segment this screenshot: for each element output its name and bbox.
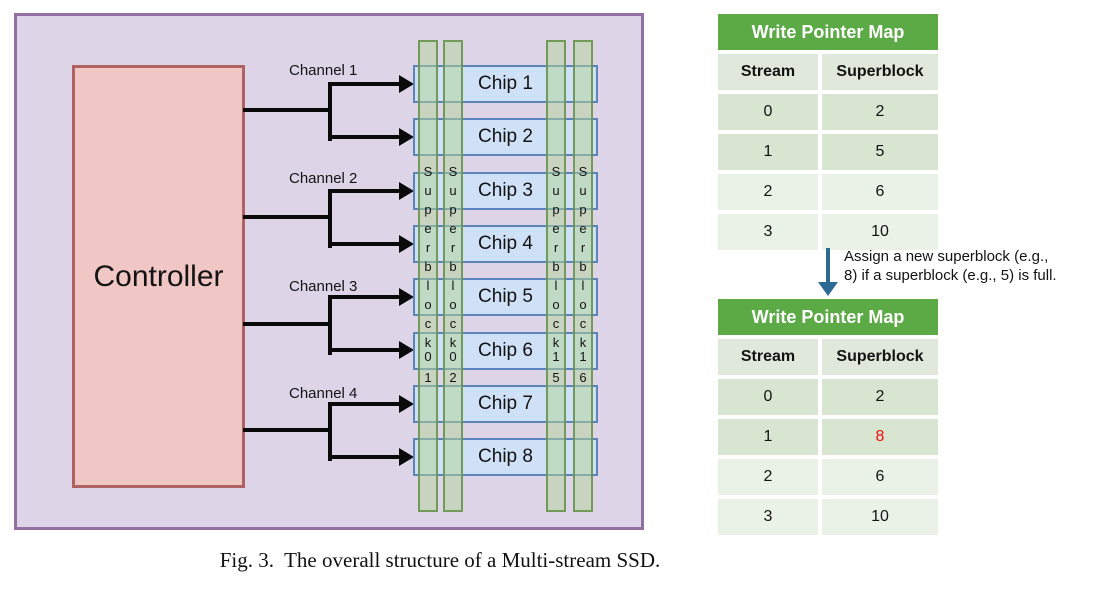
table-cell: 5 <box>822 134 938 170</box>
arrow-right-icon <box>399 341 414 359</box>
figure-caption: Fig. 3. The overall structure of a Multi… <box>219 548 661 572</box>
superblock-strip-label: Superblock <box>445 164 461 354</box>
connector-line <box>243 215 330 219</box>
arrow-right-icon <box>399 128 414 146</box>
table-grid: Stream Superblock 0 2 1 8 2 6 3 10 <box>718 339 938 535</box>
table-cell: 2 <box>822 379 938 415</box>
connector-line <box>328 135 399 139</box>
channel-2-label: Channel 2 <box>289 170 358 187</box>
connector-line <box>243 108 330 112</box>
chip-label: Chip 5 <box>478 286 533 307</box>
table-cell: 10 <box>822 214 938 250</box>
table-cell: 6 <box>822 459 938 495</box>
superblock-strip-label: Superblock <box>548 164 564 354</box>
chip-label: Chip 8 <box>478 446 533 467</box>
chip-label: Chip 2 <box>478 126 533 147</box>
controller-label: Controller <box>93 259 224 293</box>
connector-line <box>243 322 330 326</box>
connector-line <box>328 189 399 193</box>
connector-line <box>328 402 399 406</box>
connector-line <box>328 402 332 461</box>
chip-box: Chip 4 <box>413 225 598 263</box>
channel-4-label: Channel 4 <box>289 385 358 402</box>
chip-box: Chip 7 <box>413 385 598 423</box>
table-cell-highlighted: 8 <box>822 419 938 455</box>
table-title: Write Pointer Map <box>718 299 938 335</box>
chip-box: Chip 3 <box>413 172 598 210</box>
superblock-strip: Superblock 16 <box>573 40 593 512</box>
column-header-superblock: Superblock <box>822 54 938 90</box>
chip-box: Chip 5 <box>413 278 598 316</box>
annotation-line-2: 8) if a superblock (e.g., 5) is full. <box>844 267 1057 284</box>
write-pointer-map-table-top: Write Pointer Map Stream Superblock 0 2 … <box>718 14 938 250</box>
table-cell: 2 <box>718 174 818 210</box>
table-cell: 1 <box>718 134 818 170</box>
superblock-strip: Superblock 01 <box>418 40 438 512</box>
connector-line <box>328 82 399 86</box>
connector-line <box>328 242 399 246</box>
table-cell: 10 <box>822 499 938 535</box>
chip-box: Chip 8 <box>413 438 598 476</box>
superblock-strip-label: Superblock <box>420 164 436 354</box>
chip-box: Chip 2 <box>413 118 598 156</box>
connector-line <box>328 82 332 141</box>
table-cell: 3 <box>718 214 818 250</box>
table-cell: 0 <box>718 94 818 130</box>
table-title: Write Pointer Map <box>718 14 938 50</box>
column-header-superblock: Superblock <box>822 339 938 375</box>
write-pointer-map-table-bottom: Write Pointer Map Stream Superblock 0 2 … <box>718 299 938 535</box>
connector-line <box>328 348 399 352</box>
superblock-strip-label: Superblock <box>575 164 591 354</box>
connector-line <box>328 295 332 355</box>
arrow-right-icon <box>399 395 414 413</box>
annotation-text: Assign a new superblock (e.g., 8) if a s… <box>844 247 1094 285</box>
superblock-strip: Superblock 15 <box>546 40 566 512</box>
arrow-right-icon <box>399 235 414 253</box>
arrow-right-icon <box>399 288 414 306</box>
arrow-right-icon <box>399 448 414 466</box>
table-cell: 0 <box>718 379 818 415</box>
chip-label: Chip 1 <box>478 73 533 94</box>
connector-line <box>328 455 399 459</box>
chip-label: Chip 4 <box>478 233 533 254</box>
channel-1-label: Channel 1 <box>289 62 358 79</box>
table-cell: 2 <box>822 94 938 130</box>
table-grid: Stream Superblock 0 2 1 5 2 6 3 10 <box>718 54 938 250</box>
table-cell: 1 <box>718 419 818 455</box>
down-arrow-icon <box>826 248 830 284</box>
arrow-right-icon <box>399 182 414 200</box>
column-header-stream: Stream <box>718 339 818 375</box>
superblock-strip-number: 01 <box>420 349 436 391</box>
superblock-strip-number: 02 <box>445 349 461 391</box>
connector-line <box>328 189 332 248</box>
connector-line <box>328 295 399 299</box>
controller-box: Controller <box>72 65 245 488</box>
channel-3-label: Channel 3 <box>289 278 358 295</box>
table-cell: 6 <box>822 174 938 210</box>
chip-label: Chip 6 <box>478 340 533 361</box>
superblock-strip-number: 16 <box>575 349 591 391</box>
chip-box: Chip 1 <box>413 65 598 103</box>
down-arrow-icon <box>818 282 838 296</box>
annotation-line-1: Assign a new superblock (e.g., <box>844 248 1049 265</box>
chip-label: Chip 3 <box>478 180 533 201</box>
table-cell: 3 <box>718 499 818 535</box>
chip-box: Chip 6 <box>413 332 598 370</box>
chip-label: Chip 7 <box>478 393 533 414</box>
column-header-stream: Stream <box>718 54 818 90</box>
arrow-right-icon <box>399 75 414 93</box>
superblock-strip-number: 15 <box>548 349 564 391</box>
connector-line <box>243 428 330 432</box>
superblock-strip: Superblock 02 <box>443 40 463 512</box>
table-cell: 2 <box>718 459 818 495</box>
